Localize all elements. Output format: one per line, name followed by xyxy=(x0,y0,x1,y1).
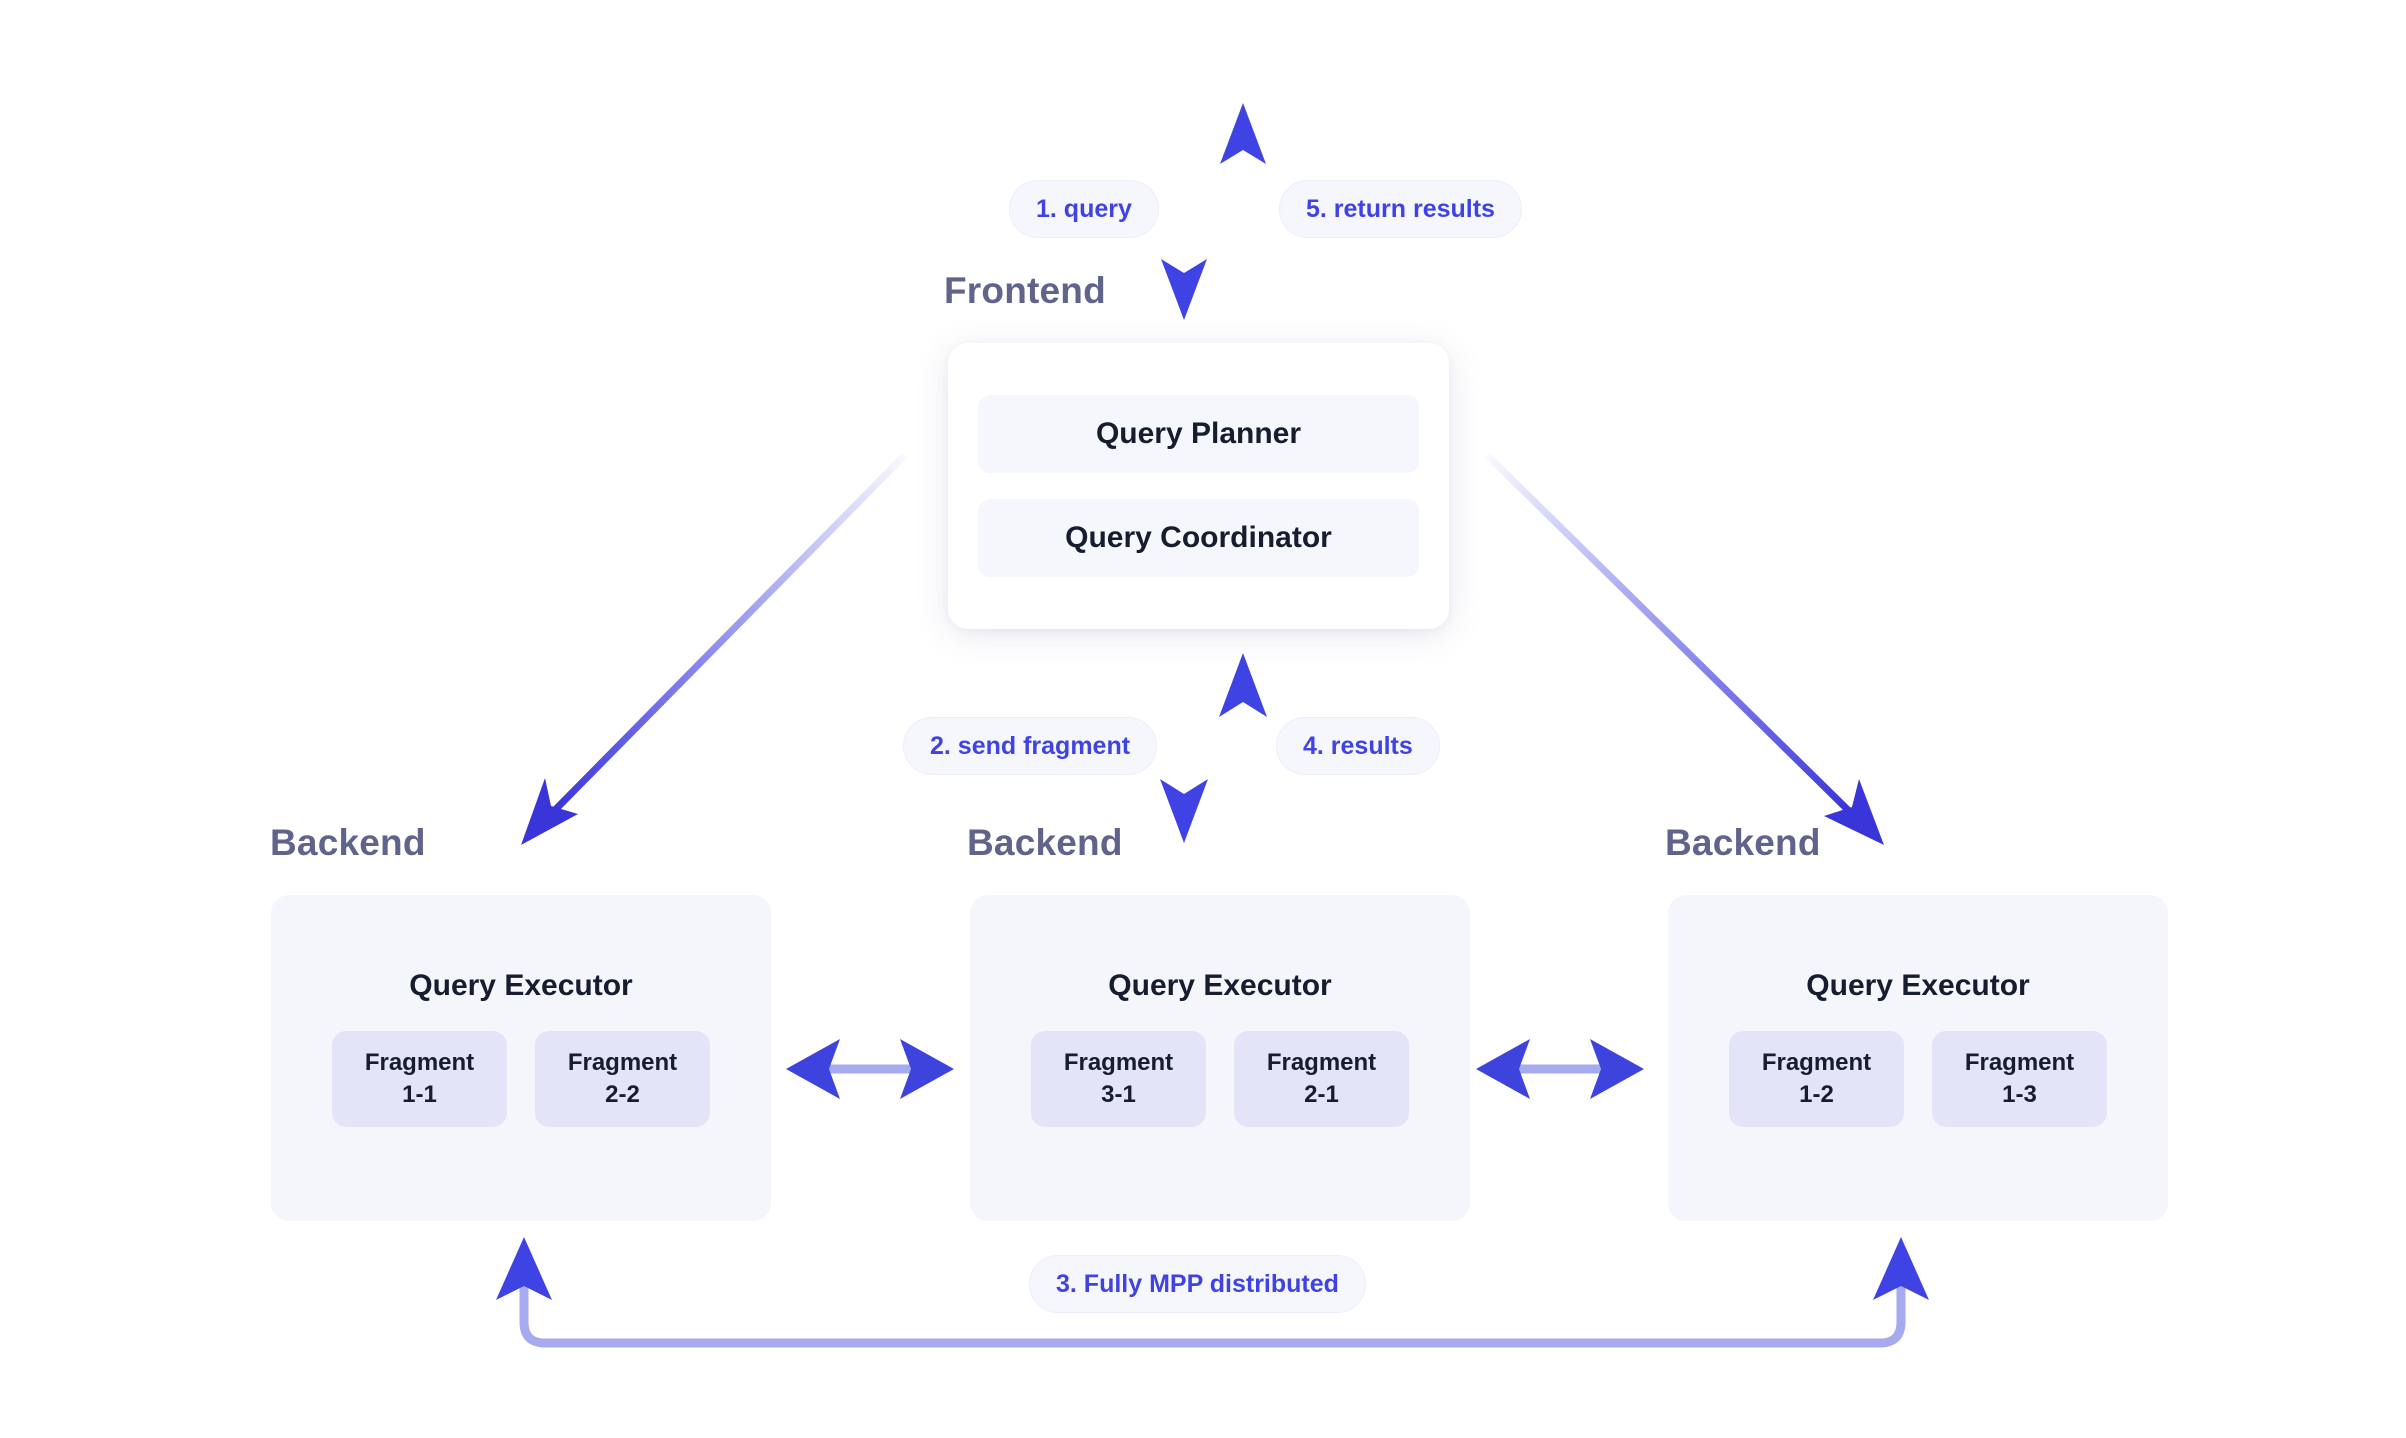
tier-label-backend-right: Backend xyxy=(1665,822,1821,863)
tier-label-backend-left: Backend xyxy=(270,822,426,863)
arrow-frontend-to-backend-left xyxy=(521,452,908,845)
fragment-name: Fragment xyxy=(364,1048,475,1076)
frontend-card: Query Planner Query Coordinator xyxy=(948,343,1449,629)
backend-card-right: Query Executor Fragment 1-2 Fragment 1-3 xyxy=(1668,895,2168,1221)
fragment-name: Fragment xyxy=(1266,1048,1377,1076)
tier-label-backend-middle: Backend xyxy=(967,822,1123,863)
fragment-id: 2-2 xyxy=(605,1081,640,1108)
arrow-exchange-left-middle xyxy=(786,1039,954,1099)
arrow-results-up xyxy=(1219,653,1267,843)
backend-middle-title: Query Executor xyxy=(1108,969,1332,1002)
backend-left-fragment-row: Fragment 1-1 Fragment 2-2 xyxy=(332,1031,710,1127)
fragment-id: 1-2 xyxy=(1799,1081,1834,1108)
arrow-frontend-to-backend-right xyxy=(1484,452,1884,845)
fragment-box[interactable]: Fragment 3-1 xyxy=(1031,1031,1206,1127)
fragment-id: 1-1 xyxy=(402,1081,437,1108)
backend-right-title: Query Executor xyxy=(1806,969,2030,1002)
arrow-query-down xyxy=(1161,103,1207,320)
fragment-name: Fragment xyxy=(567,1048,678,1076)
fragment-id: 3-1 xyxy=(1101,1081,1136,1108)
fragment-box[interactable]: Fragment 1-3 xyxy=(1932,1031,2107,1127)
arrow-exchange-middle-right xyxy=(1476,1039,1644,1099)
fragment-name: Fragment xyxy=(1964,1048,2075,1076)
backend-card-middle: Query Executor Fragment 3-1 Fragment 2-1 xyxy=(970,895,1470,1221)
frontend-row-query-coordinator[interactable]: Query Coordinator xyxy=(978,499,1419,577)
step-pill-fully-mpp-distributed: 3. Fully MPP distributed xyxy=(1029,1255,1366,1313)
step-pill-send-fragment: 2. send fragment xyxy=(903,717,1158,775)
fragment-box[interactable]: Fragment 1-1 xyxy=(332,1031,507,1127)
step-pill-results: 4. results xyxy=(1276,717,1440,775)
arrow-return-results-up xyxy=(1220,103,1266,320)
fragment-box[interactable]: Fragment 1-2 xyxy=(1729,1031,1904,1127)
step-pill-query: 1. query xyxy=(1009,180,1159,238)
frontend-row-query-planner[interactable]: Query Planner xyxy=(978,395,1419,473)
arrow-send-fragment-down xyxy=(1160,653,1208,843)
backend-middle-fragment-row: Fragment 3-1 Fragment 2-1 xyxy=(1031,1031,1409,1127)
fragment-box[interactable]: Fragment 2-2 xyxy=(535,1031,710,1127)
backend-card-left: Query Executor Fragment 1-1 Fragment 2-2 xyxy=(271,895,771,1221)
tier-label-frontend: Frontend xyxy=(944,270,1106,311)
fragment-id: 1-3 xyxy=(2002,1081,2037,1108)
backend-left-title: Query Executor xyxy=(409,969,633,1002)
fragment-name: Fragment xyxy=(1761,1048,1872,1076)
fragment-box[interactable]: Fragment 2-1 xyxy=(1234,1031,1409,1127)
step-pill-return-results: 5. return results xyxy=(1279,180,1522,238)
fragment-name: Fragment xyxy=(1063,1048,1174,1076)
backend-right-fragment-row: Fragment 1-2 Fragment 1-3 xyxy=(1729,1031,2107,1127)
fragment-id: 2-1 xyxy=(1304,1081,1339,1108)
